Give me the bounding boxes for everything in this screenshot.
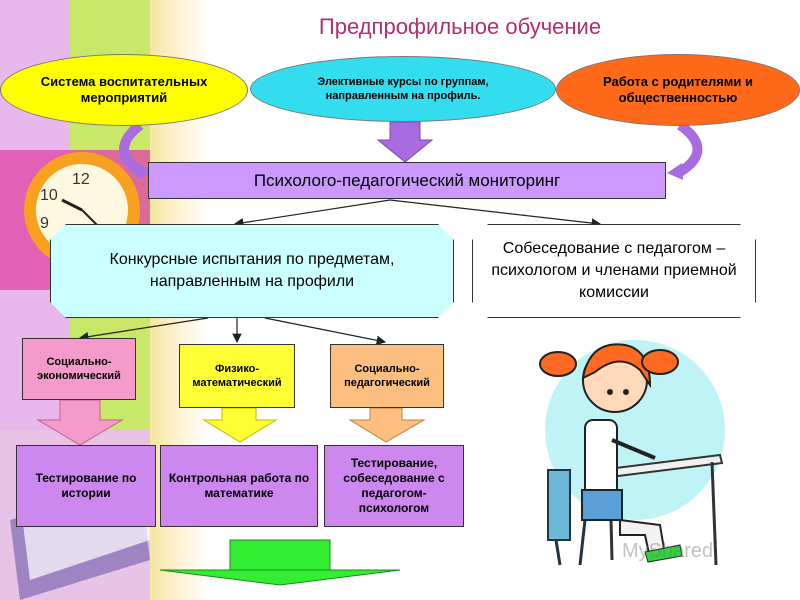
bottom-arrow-head bbox=[159, 569, 401, 586]
test-label: Тестирование по истории bbox=[35, 471, 137, 500]
page-title: Предпрофильное обучение bbox=[318, 14, 602, 39]
profile3-down-arrow bbox=[348, 407, 426, 443]
right-curved-arrow bbox=[676, 120, 703, 177]
ellipse-parents-work: Работа с родителями и общественностью bbox=[556, 54, 800, 126]
center-down-arrow bbox=[376, 121, 434, 163]
interview-box: Собеседование с педагогом –психологом и … bbox=[472, 224, 756, 318]
interview-label: Собеседование с педагогом –психологом и … bbox=[491, 240, 737, 301]
ellipse-elective-courses-label: Элективные курсы по группам, направленны… bbox=[317, 76, 489, 102]
monitoring-box: Психолого-педагогический мониторинг bbox=[148, 162, 666, 199]
svg-text:12: 12 bbox=[72, 171, 90, 188]
svg-text:10: 10 bbox=[40, 187, 58, 204]
test-box-history: Тестирование по истории bbox=[16, 445, 156, 527]
profile1-down-arrow bbox=[36, 399, 124, 446]
contests-box: Конкурсные испытания по предметам, напра… bbox=[50, 224, 454, 318]
bottom-arrow-body bbox=[229, 539, 331, 571]
test-box-math: Контрольная работа по математике bbox=[160, 445, 318, 527]
monitoring-label: Психолого-педагогический мониторинг bbox=[253, 170, 561, 190]
profile-box-sociopedagogical: Социально-педагогический bbox=[330, 344, 444, 408]
girl-writing-icon bbox=[539, 340, 725, 566]
profile-label: Социально-экономический bbox=[37, 356, 121, 382]
profile-label: Социально-педагогический bbox=[344, 363, 430, 389]
ellipse-education-system-label: Система воспитательных мероприятий bbox=[40, 74, 208, 105]
ellipse-elective-courses: Элективные курсы по группам, направленны… bbox=[250, 56, 556, 122]
ellipse-parents-work-label: Работа с родителями и общественностью bbox=[602, 74, 754, 105]
profile-box-physmath: Физико-математический bbox=[179, 344, 295, 408]
svg-text:9: 9 bbox=[40, 215, 49, 232]
profile2-down-arrow bbox=[202, 407, 278, 443]
profile-box-socioeconomic: Социально-экономический bbox=[22, 338, 136, 400]
ellipse-education-system: Система воспитательных мероприятий bbox=[0, 54, 248, 126]
profile-label: Физико-математический bbox=[192, 363, 282, 389]
test-label: Контрольная работа по математике bbox=[168, 471, 310, 500]
contests-label: Конкурсные испытания по предметам, напра… bbox=[109, 251, 395, 290]
test-label: Тестирование, собеседование с педагогом-… bbox=[343, 456, 445, 515]
left-curved-arrow bbox=[119, 121, 144, 177]
watermark-text: MyShared bbox=[622, 540, 714, 562]
test-box-interview: Тестирование, собеседование с педагогом-… bbox=[324, 445, 464, 527]
